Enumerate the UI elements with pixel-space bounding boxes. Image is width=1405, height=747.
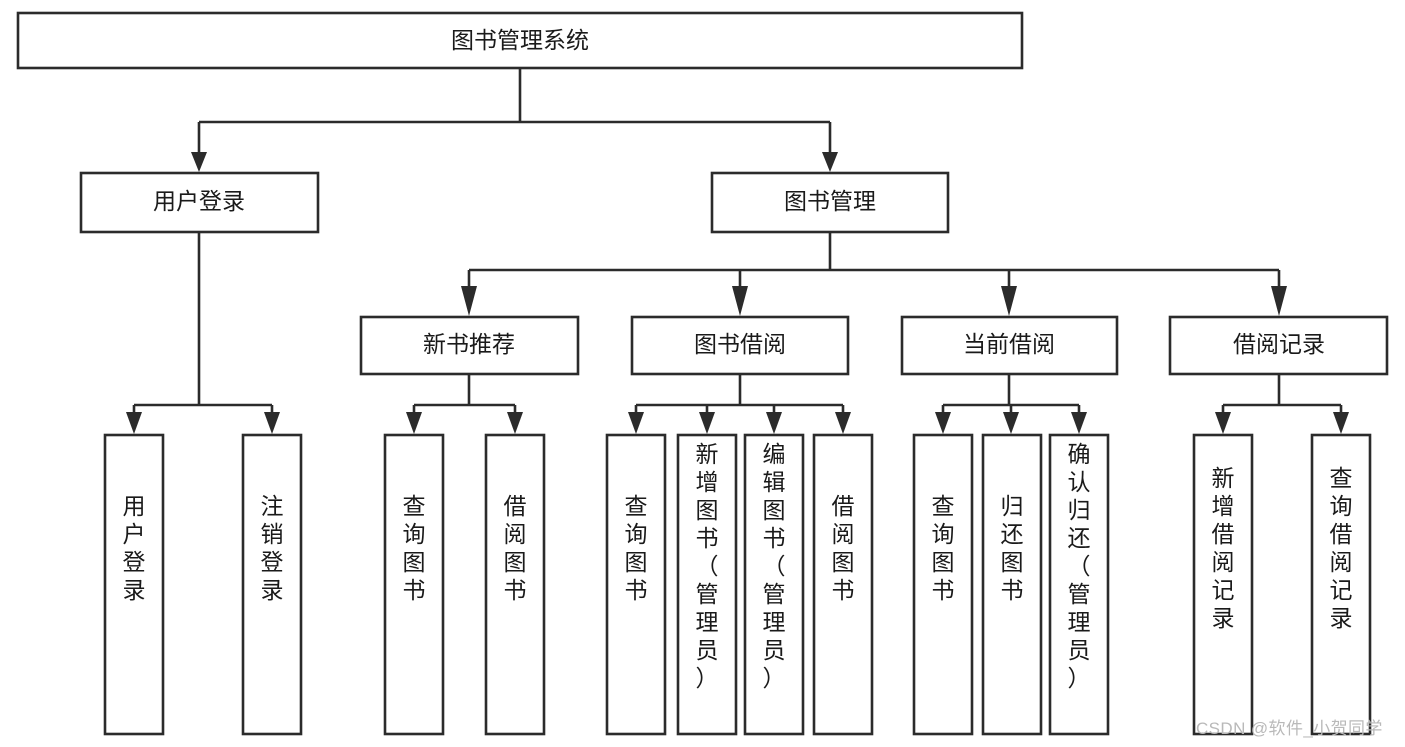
- node-new-book-recommend-label: 新书推荐: [423, 331, 515, 357]
- node-leaf-query-book-borrow-label: 查询图书: [625, 493, 648, 603]
- node-current-borrow-label: 当前借阅: [963, 331, 1055, 357]
- node-leaf-user-login-box[interactable]: [103, 433, 165, 736]
- node-leaf-return-book-box[interactable]: [981, 433, 1043, 736]
- csdn-watermark: CSDN @软件_小贺同学: [1196, 719, 1383, 738]
- arrowhead-current-borrow: [1001, 286, 1017, 316]
- node-leaf-query-book-current-box[interactable]: [912, 433, 974, 736]
- arrowhead-leaf-edit-book: [766, 412, 782, 434]
- node-leaf-user-login-label: 用户登录: [123, 493, 146, 603]
- node-leaf-query-book-recommend-label: 查询图书: [403, 493, 426, 603]
- node-leaf-confirm-return-label: 确认归还（管理员）: [1068, 441, 1091, 691]
- node-current-borrow-box[interactable]: [900, 315, 1119, 376]
- node-leaf-query-book-recommend[interactable]: 查询图书: [383, 433, 445, 736]
- node-book-management-box[interactable]: [710, 171, 950, 234]
- node-leaf-query-book-current-label: 查询图书: [932, 493, 955, 603]
- node-book-management[interactable]: 图书管理: [710, 171, 950, 234]
- node-leaf-logout[interactable]: 注销登录: [241, 433, 303, 736]
- arrowhead-leaf-query-book-borrow: [628, 412, 644, 434]
- node-book-borrow[interactable]: 图书借阅: [630, 315, 850, 376]
- node-leaf-borrow-book-label: 借阅图书: [832, 493, 855, 603]
- node-root-box[interactable]: [16, 11, 1024, 70]
- edge-layer: [126, 68, 1349, 434]
- node-root[interactable]: 图书管理系统: [16, 11, 1024, 70]
- node-leaf-edit-book[interactable]: 编辑图书（管理员）: [743, 433, 805, 736]
- arrowhead-leaf-return-book: [1003, 412, 1019, 434]
- arrowhead-leaf-query-book-current: [935, 412, 951, 434]
- arrowhead-book-management: [822, 152, 838, 172]
- node-leaf-logout-label: 注销登录: [261, 493, 284, 603]
- arrowhead-leaf-query-borrow-record: [1333, 412, 1349, 434]
- arrowhead-leaf-borrow-book-recommend: [507, 412, 523, 434]
- arrowhead-leaf-borrow-book: [835, 412, 851, 434]
- node-leaf-logout-box[interactable]: [241, 433, 303, 736]
- node-book-borrow-label: 图书借阅: [694, 331, 786, 357]
- node-book-borrow-box[interactable]: [630, 315, 850, 376]
- arrowhead-borrow-record: [1271, 286, 1287, 316]
- node-leaf-add-borrow-record[interactable]: 新增借阅记录: [1192, 433, 1254, 736]
- node-current-borrow[interactable]: 当前借阅: [900, 315, 1119, 376]
- node-leaf-confirm-return[interactable]: 确认归还（管理员）: [1048, 433, 1110, 736]
- arrowhead-leaf-logout: [264, 412, 280, 434]
- node-layer: 图书管理系统 用户登录 图书管理 新书推荐 图书借阅: [16, 11, 1389, 736]
- node-leaf-query-borrow-record-box[interactable]: [1310, 433, 1372, 736]
- node-leaf-borrow-book-recommend[interactable]: 借阅图书: [484, 433, 546, 736]
- node-leaf-borrow-book-box[interactable]: [812, 433, 874, 736]
- node-leaf-add-borrow-record-label: 新增借阅记录: [1212, 465, 1235, 631]
- node-borrow-record[interactable]: 借阅记录: [1168, 315, 1389, 376]
- node-leaf-query-book-borrow-box[interactable]: [605, 433, 667, 736]
- arrowhead-leaf-add-borrow-record: [1215, 412, 1231, 434]
- node-borrow-record-box[interactable]: [1168, 315, 1389, 376]
- node-user-login-box[interactable]: [79, 171, 320, 234]
- arrowhead-user-login: [191, 152, 207, 172]
- node-leaf-query-book-current[interactable]: 查询图书: [912, 433, 974, 736]
- node-leaf-add-book-label: 新增图书（管理员）: [696, 441, 719, 691]
- node-leaf-return-book[interactable]: 归还图书: [981, 433, 1043, 736]
- arrowhead-leaf-user-login: [126, 412, 142, 434]
- node-leaf-borrow-book[interactable]: 借阅图书: [812, 433, 874, 736]
- node-leaf-add-book-box[interactable]: [676, 433, 738, 736]
- node-borrow-record-label: 借阅记录: [1233, 331, 1325, 357]
- node-leaf-edit-book-box[interactable]: [743, 433, 805, 736]
- node-user-login[interactable]: 用户登录: [79, 171, 320, 234]
- arrowhead-leaf-add-book: [699, 412, 715, 434]
- arrowhead-new-book-recommend: [461, 286, 477, 316]
- node-leaf-return-book-label: 归还图书: [1001, 493, 1024, 603]
- node-book-management-label: 图书管理: [784, 188, 876, 214]
- node-leaf-query-borrow-record[interactable]: 查询借阅记录: [1310, 433, 1372, 736]
- node-leaf-edit-book-label: 编辑图书（管理员）: [763, 441, 786, 691]
- node-user-login-label: 用户登录: [153, 188, 245, 214]
- node-leaf-add-borrow-record-box[interactable]: [1192, 433, 1254, 736]
- node-new-book-recommend-box[interactable]: [359, 315, 580, 376]
- node-leaf-add-book[interactable]: 新增图书（管理员）: [676, 433, 738, 736]
- node-leaf-borrow-book-recommend-label: 借阅图书: [504, 493, 527, 603]
- arrowhead-leaf-query-book-recommend: [406, 412, 422, 434]
- node-new-book-recommend[interactable]: 新书推荐: [359, 315, 580, 376]
- node-leaf-query-book-recommend-box[interactable]: [383, 433, 445, 736]
- node-leaf-user-login[interactable]: 用户登录: [103, 433, 165, 736]
- node-leaf-borrow-book-recommend-box[interactable]: [484, 433, 546, 736]
- node-leaf-query-book-borrow[interactable]: 查询图书: [605, 433, 667, 736]
- arrowhead-leaf-confirm-return: [1071, 412, 1087, 434]
- arrowhead-book-borrow: [732, 286, 748, 316]
- node-root-label: 图书管理系统: [451, 27, 589, 53]
- node-leaf-query-borrow-record-label: 查询借阅记录: [1330, 465, 1353, 631]
- node-leaf-confirm-return-box[interactable]: [1048, 433, 1110, 736]
